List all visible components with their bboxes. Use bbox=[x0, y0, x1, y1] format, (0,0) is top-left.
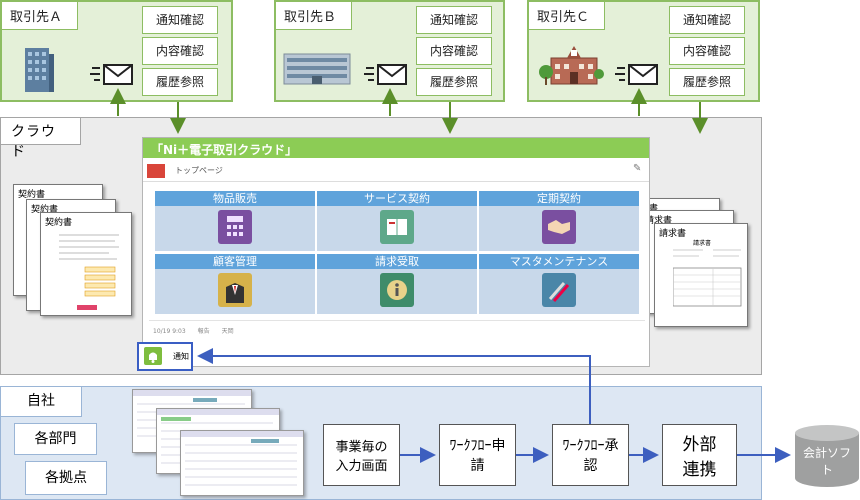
input-screen-box: 事業毎の入力画面 bbox=[323, 424, 400, 486]
history-button[interactable]: 履歴参照 bbox=[669, 68, 745, 96]
tile-label: マスタメンテナンス bbox=[479, 254, 639, 269]
branch-label: 各拠点 bbox=[25, 461, 107, 495]
flow-label: ﾜｰｸﾌﾛｰ承認 bbox=[562, 438, 619, 474]
workflow-request-box: ﾜｰｸﾌﾛｰ申請 bbox=[439, 424, 516, 486]
tile-master-maintenance[interactable]: マスタメンテナンス bbox=[479, 254, 639, 314]
tile-label: 定期契約 bbox=[479, 191, 639, 206]
invoice-doc-title: 請求書 bbox=[659, 229, 687, 239]
app-toolbar: トップページ ✎ bbox=[143, 160, 649, 182]
history-button[interactable]: 履歴参照 bbox=[416, 68, 492, 96]
calculator-icon bbox=[218, 210, 252, 244]
content-check-button[interactable]: 内容確認 bbox=[669, 37, 745, 65]
cloud-app-screen: 「Ni＋電子取引クラウド」 トップページ ✎ 物品販売 サービス契約 定期契約 … bbox=[142, 137, 650, 367]
invoice-table-graphic bbox=[673, 249, 742, 307]
flow-label: 外部連携 bbox=[682, 435, 717, 480]
notice-check-button[interactable]: 通知確認 bbox=[142, 6, 218, 34]
contract-document: 契約書 bbox=[40, 212, 132, 316]
contract-doc-title: 契約書 bbox=[45, 218, 73, 228]
workflow-approval-box: ﾜｰｸﾌﾛｰ承認 bbox=[552, 424, 629, 486]
input-screen-thumbnail bbox=[180, 430, 304, 496]
tile-label: 請求受取 bbox=[317, 254, 477, 269]
apartment-building-icon bbox=[282, 52, 352, 86]
invoice-document: 請求書 請求書 bbox=[654, 223, 748, 327]
history-button[interactable]: 履歴参照 bbox=[142, 68, 218, 96]
contract-doc-title: 契約書 bbox=[31, 205, 59, 215]
invoice-doc-title: 請求書 bbox=[645, 216, 673, 226]
company-label: 自社 bbox=[0, 386, 82, 417]
notice-check-button[interactable]: 通知確認 bbox=[416, 6, 492, 34]
arrow-approval-to-notification bbox=[197, 348, 591, 424]
partner-name: 取引先Ａ bbox=[2, 2, 78, 30]
app-title-bar: 「Ni＋電子取引クラウド」 bbox=[143, 138, 649, 158]
contract-form-graphic bbox=[59, 234, 119, 310]
content-check-button[interactable]: 内容確認 bbox=[416, 37, 492, 65]
partner-panel-b: 取引先Ｂ 通知確認 内容確認 履歴参照 bbox=[274, 0, 505, 102]
tile-label: 物品販売 bbox=[155, 191, 315, 206]
tile-service-contract[interactable]: サービス契約 bbox=[317, 191, 477, 251]
accounting-label: 会計ソフト bbox=[802, 446, 851, 477]
office-building-icon bbox=[22, 44, 56, 94]
invoice-heading: 請求書 bbox=[693, 240, 712, 247]
contract-doc-title: 契約書 bbox=[18, 190, 46, 200]
partner-panel-c: 取引先Ｃ 通知確認 内容確認 履歴参照 bbox=[527, 0, 760, 102]
notice-check-button[interactable]: 通知確認 bbox=[669, 6, 745, 34]
cloud-label: クラウド bbox=[1, 118, 81, 160]
tile-product-sales[interactable]: 物品販売 bbox=[155, 191, 315, 251]
tool-icon bbox=[542, 273, 576, 307]
footer-text: 10/19 9:03 報告 天岡 bbox=[153, 328, 234, 335]
tile-invoice-receipt[interactable]: 請求受取 bbox=[317, 254, 477, 314]
suit-icon bbox=[218, 273, 252, 307]
flow-label: ﾜｰｸﾌﾛｰ申請 bbox=[449, 438, 506, 474]
tile-label: 顧客管理 bbox=[155, 254, 315, 269]
mail-send-icon bbox=[364, 62, 410, 88]
partner-panel-a: 取引先Ａ 通知確認 内容確認 履歴参照 bbox=[0, 0, 233, 102]
department-label: 各部門 bbox=[14, 423, 97, 455]
partner-name: 取引先Ｃ bbox=[529, 2, 605, 30]
book-icon bbox=[380, 210, 414, 244]
content-check-button[interactable]: 内容確認 bbox=[142, 37, 218, 65]
bell-icon bbox=[144, 347, 162, 365]
mail-send-icon bbox=[615, 62, 661, 88]
tile-label: サービス契約 bbox=[317, 191, 477, 206]
breadcrumb[interactable]: トップページ bbox=[175, 166, 223, 175]
school-building-icon bbox=[537, 44, 605, 88]
external-link-box: 外部連携 bbox=[662, 424, 737, 486]
info-icon bbox=[380, 273, 414, 307]
app-logo-icon bbox=[147, 164, 165, 178]
mail-send-icon bbox=[90, 62, 136, 88]
tile-customer-management[interactable]: 顧客管理 bbox=[155, 254, 315, 314]
notification-label: 通知 bbox=[173, 352, 189, 361]
flow-label: 事業毎の入力画面 bbox=[335, 440, 388, 474]
accounting-software-database: 会計ソフト bbox=[794, 424, 860, 488]
app-footer: 10/19 9:03 報告 天岡 bbox=[149, 320, 645, 338]
partner-name: 取引先Ｂ bbox=[276, 2, 352, 30]
notification-bar[interactable]: 通知 bbox=[137, 342, 193, 371]
edit-icon[interactable]: ✎ bbox=[633, 163, 642, 174]
tile-periodic-contract[interactable]: 定期契約 bbox=[479, 191, 639, 251]
handshake-icon bbox=[542, 210, 576, 244]
